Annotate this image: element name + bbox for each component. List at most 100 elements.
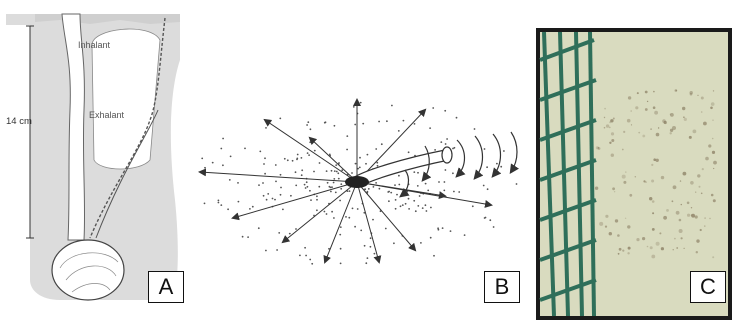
plume-speck <box>604 107 606 110</box>
particle-dot <box>378 187 381 190</box>
particle-dot <box>388 190 390 193</box>
particle-dot <box>348 216 351 219</box>
plume-speck <box>634 176 636 178</box>
particle-dot <box>288 232 291 235</box>
particle-dot <box>363 211 366 214</box>
particle-dot <box>339 226 342 229</box>
particle-dot <box>276 249 278 251</box>
particle-dot <box>331 186 333 189</box>
particle-dot <box>483 148 486 150</box>
particle-dot <box>274 164 277 166</box>
particle-dot <box>228 179 231 181</box>
plume-speck <box>627 252 630 255</box>
particle-dot <box>279 193 282 196</box>
particle-dot <box>399 205 402 208</box>
plume-speck <box>595 146 599 150</box>
plume-speck <box>623 130 626 133</box>
plume-speck <box>630 124 633 126</box>
plume-speck <box>597 147 600 149</box>
particle-dot <box>294 171 297 174</box>
radial-arrow <box>356 181 417 252</box>
plume-speck <box>652 212 655 215</box>
plume-speck <box>690 207 693 209</box>
particle-dot <box>443 189 446 192</box>
particle-dot <box>444 109 447 112</box>
particle-dot <box>452 147 454 150</box>
particle-dot <box>356 208 359 210</box>
plume-speck <box>700 96 704 100</box>
plume-speck <box>636 238 640 242</box>
particle-dot <box>348 190 351 193</box>
plume-speck <box>700 192 703 195</box>
particle-dot <box>378 120 380 123</box>
plume-speck <box>650 128 652 131</box>
flow-illustration <box>198 98 519 265</box>
plume-speck <box>651 228 655 231</box>
particle-dot <box>309 141 312 144</box>
exhalant-siphon <box>89 17 166 239</box>
exhalant-siphon-wall <box>95 109 159 239</box>
particle-dot <box>316 209 318 212</box>
particle-dot <box>220 147 223 150</box>
plume-speck <box>642 134 646 138</box>
particle-dot <box>337 177 340 180</box>
radial-arrow <box>281 181 358 244</box>
particle-dot <box>463 234 466 237</box>
plume-speck <box>672 126 676 130</box>
particle-dot <box>452 172 454 175</box>
particle-dot <box>441 227 444 230</box>
plume-speck <box>613 191 616 193</box>
particle-dot <box>222 164 224 167</box>
particle-dot <box>396 193 398 196</box>
plume-speck <box>594 186 599 190</box>
green-mesh <box>539 31 597 317</box>
particle-dot <box>296 158 298 161</box>
particle-dot <box>333 178 336 180</box>
particle-dot <box>340 187 343 190</box>
particle-dot <box>375 148 378 150</box>
particle-dot <box>339 247 342 250</box>
particle-dot <box>425 210 428 212</box>
particle-dot <box>283 157 286 160</box>
plume-speck <box>635 106 639 110</box>
plume-speck <box>666 209 669 212</box>
particle-dot <box>346 148 348 151</box>
particle-dot <box>275 180 277 183</box>
particle-dot <box>330 190 332 193</box>
plume-speck <box>710 102 715 106</box>
particle-dot <box>433 254 435 257</box>
particle-dot <box>265 198 268 201</box>
particle-dot <box>326 181 329 184</box>
panel-b-siphon-flow-diagram <box>195 0 530 325</box>
particle-dot <box>360 229 363 232</box>
plume-speck <box>603 126 606 129</box>
particle-dot <box>313 149 316 152</box>
particle-dot <box>282 208 284 211</box>
particle-dot <box>279 117 282 120</box>
particle-dot <box>328 153 331 156</box>
particle-dot <box>372 186 375 188</box>
particle-dot <box>311 262 314 265</box>
plume-speck <box>655 158 659 162</box>
plume-speck <box>675 89 678 92</box>
particle-dot <box>306 185 309 188</box>
radial-arrow <box>198 168 358 183</box>
plume-speck <box>603 116 606 119</box>
particle-dot <box>388 200 390 203</box>
particle-dot <box>362 122 365 125</box>
particle-dot <box>259 150 262 153</box>
particle-dot <box>364 188 366 191</box>
particle-dot <box>309 189 311 192</box>
particle-dot <box>413 199 416 202</box>
plume-speck <box>676 247 679 249</box>
plume-speck <box>629 193 633 197</box>
particle-dot <box>486 166 488 169</box>
plume-speck <box>699 228 702 232</box>
plume-speck <box>610 153 614 157</box>
curl-arrow-4 <box>509 131 519 174</box>
particle-dot <box>300 174 303 177</box>
particle-dot <box>279 173 282 176</box>
curl-arrow-2 <box>473 135 484 180</box>
plume-speck <box>660 247 664 251</box>
particle-dot <box>217 199 220 202</box>
